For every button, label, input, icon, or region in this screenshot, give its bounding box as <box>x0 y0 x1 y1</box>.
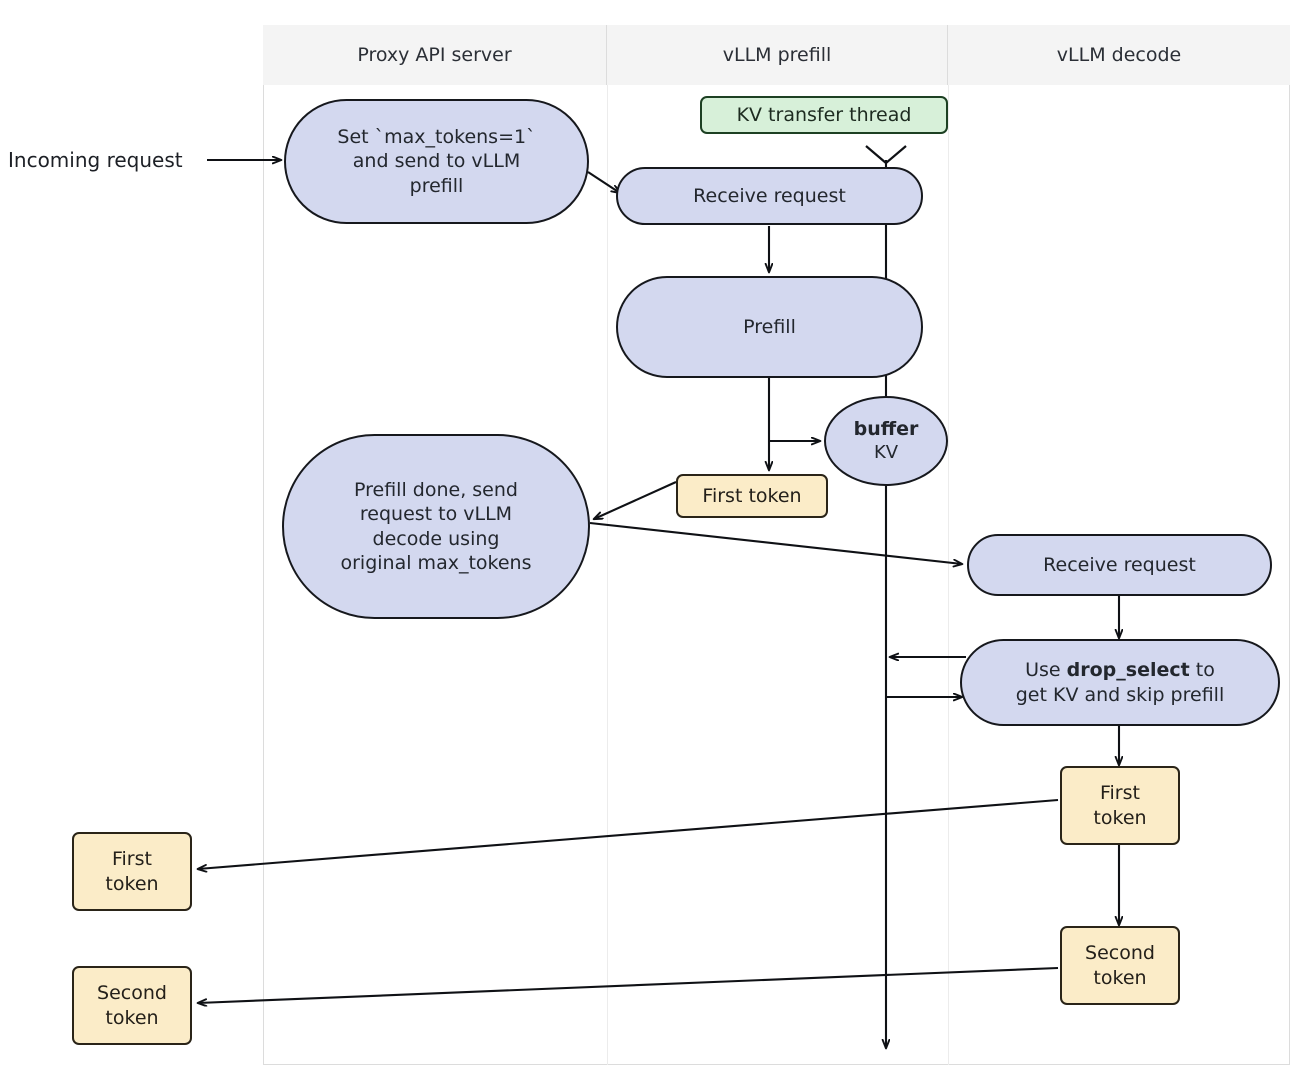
lane-divider-1 <box>607 85 608 1065</box>
incoming-request-label: Incoming request <box>8 148 183 172</box>
node-prefill-label: Prefill <box>743 315 796 338</box>
node-proxy-second-token[interactable]: Second token <box>72 966 192 1045</box>
node-decode-second-token[interactable]: Second token <box>1060 926 1180 1005</box>
node-prefill-receive-request[interactable]: Receive request <box>616 167 923 225</box>
node-decode-receive-request[interactable]: Receive request <box>967 534 1272 596</box>
lane-header-prefill-label: vLLM prefill <box>722 44 832 66</box>
node-proxy-second-token-label: Second token <box>97 982 167 1029</box>
node-decode-receive-request-label: Receive request <box>1043 553 1196 576</box>
node-decode-first-token-label: First token <box>1093 782 1147 829</box>
node-set-max-tokens-label: Set `max_tokens=1` and send to vLLM pref… <box>337 126 536 197</box>
lane-header-proxy-label: Proxy API server <box>357 44 512 66</box>
node-prefill-first-token-label: First token <box>702 484 802 507</box>
lane-divider-2 <box>948 85 949 1065</box>
lane-header-decode: vLLM decode <box>948 25 1290 85</box>
lane-header-proxy: Proxy API server <box>263 25 607 85</box>
node-buffer-kv[interactable]: buffer KV <box>824 396 948 486</box>
node-decode-second-token-label: Second token <box>1085 942 1155 989</box>
lane-header-prefill: vLLM prefill <box>607 25 948 85</box>
node-buffer-kv-label-plain: KV <box>873 441 899 463</box>
node-kv-transfer-thread-label: KV transfer thread <box>736 103 912 126</box>
node-buffer-kv-label-bold: buffer <box>853 417 919 440</box>
node-prefill-done-label: Prefill done, send request to vLLM decod… <box>340 478 532 574</box>
lane-header-decode-label: vLLM decode <box>1056 44 1182 66</box>
node-prefill-done[interactable]: Prefill done, send request to vLLM decod… <box>282 434 590 619</box>
node-proxy-first-token-label: First token <box>105 848 159 895</box>
node-prefill-receive-request-label: Receive request <box>693 184 846 207</box>
node-proxy-first-token[interactable]: First token <box>72 832 192 911</box>
node-kv-transfer-thread[interactable]: KV transfer thread <box>700 96 948 134</box>
node-prefill-first-token[interactable]: First token <box>676 474 828 518</box>
node-prefill[interactable]: Prefill <box>616 276 923 378</box>
node-set-max-tokens[interactable]: Set `max_tokens=1` and send to vLLM pref… <box>284 99 589 224</box>
node-decode-first-token[interactable]: First token <box>1060 766 1180 845</box>
